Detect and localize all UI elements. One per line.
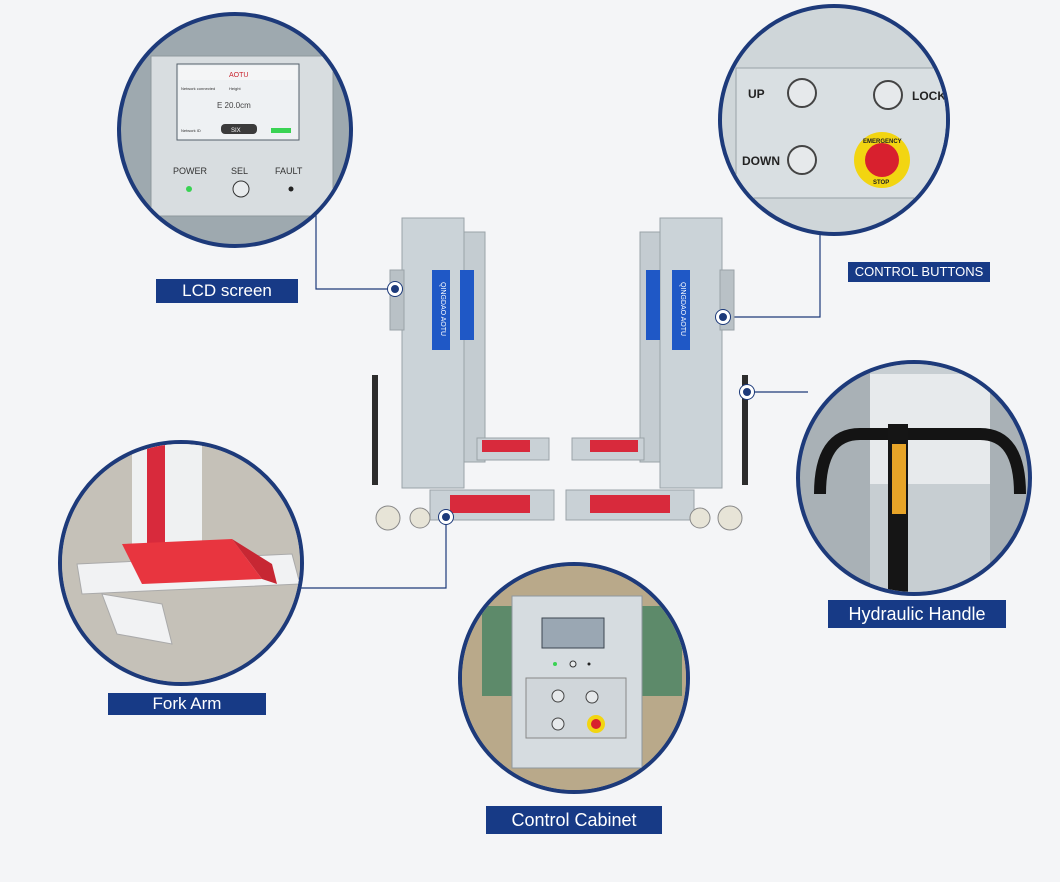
lcd-screen-circle: AOTU Network connected Height E 20.0cm N… xyxy=(117,12,353,248)
lcd-connector xyxy=(315,215,393,290)
lcd-status-badge: SIX xyxy=(231,128,241,134)
buttons-marker xyxy=(716,310,730,324)
lcd-line2: Height xyxy=(229,86,241,91)
buttons-connector xyxy=(726,232,821,318)
cabinet-detail xyxy=(462,566,686,790)
hydraulic-handle-label: Hydraulic Handle xyxy=(828,600,1006,628)
sel-label: SEL xyxy=(231,166,248,176)
up-button-icon xyxy=(787,78,817,108)
fork-arm-detail xyxy=(62,444,300,682)
power-label: POWER xyxy=(173,166,208,176)
lcd-reading: E 20.0cm xyxy=(217,101,251,110)
handle-detail xyxy=(814,364,1026,592)
lcd-line1: Network connected xyxy=(181,86,215,91)
lcd-panel-detail: AOTU Network connected Height E 20.0cm N… xyxy=(150,55,334,217)
column-text-left: QINGDAO AOTU xyxy=(439,282,446,336)
right-column-pair: QINGDAO AOTU xyxy=(565,217,748,531)
emergency-top-label: EMERGENCY xyxy=(863,139,902,145)
lock-button-icon xyxy=(873,80,903,110)
fault-label: FAULT xyxy=(275,166,303,176)
left-column-pair: QINGDAO AOTU xyxy=(372,217,555,531)
down-button-icon xyxy=(787,145,817,175)
control-buttons-circle: UP LOCK DOWN EMERGENCY STOP xyxy=(718,4,950,236)
fork-marker xyxy=(439,510,453,524)
lift-columns-illustration: QINGDAO AOTU QINGDAO AOTU xyxy=(372,217,748,531)
fork-arm-label: Fork Arm xyxy=(108,693,266,715)
emergency-bottom-label: STOP xyxy=(873,180,889,186)
control-cabinet-label: Control Cabinet xyxy=(486,806,662,834)
sel-button-icon xyxy=(232,180,250,198)
lcd-brand: AOTU xyxy=(229,72,248,79)
column-text-right: QINGDAO AOTU xyxy=(679,282,686,336)
lcd-marker xyxy=(388,282,402,296)
handle-marker xyxy=(740,385,754,399)
lcd-status-left: Network ID xyxy=(181,128,201,133)
lcd-screen-label: LCD screen xyxy=(156,279,298,303)
lock-label: LOCK xyxy=(912,89,946,103)
control-buttons-label: CONTROL BUTTONS xyxy=(848,262,990,282)
hydraulic-handle-circle xyxy=(796,360,1032,596)
fault-led-icon xyxy=(288,186,294,192)
buttons-panel-detail: UP LOCK DOWN EMERGENCY STOP xyxy=(735,67,946,199)
down-label: DOWN xyxy=(742,154,780,168)
up-label: UP xyxy=(748,87,765,101)
fork-connector xyxy=(300,520,447,589)
control-cabinet-circle xyxy=(458,562,690,794)
power-led-icon xyxy=(186,186,192,192)
fork-arm-circle xyxy=(58,440,304,686)
